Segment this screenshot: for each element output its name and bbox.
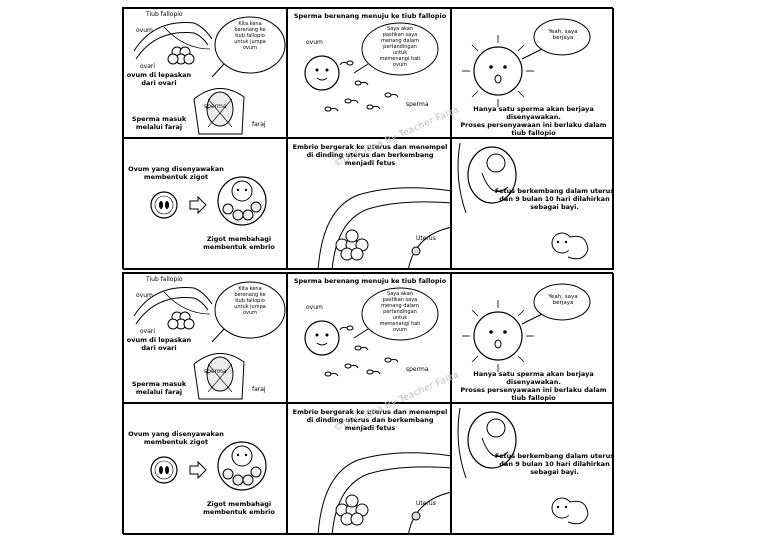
label-sperma: sperma bbox=[406, 366, 429, 373]
caption-sperm-swimming: Sperma berenang menuju ke tiub fallopio bbox=[293, 277, 447, 285]
uterus-illustration bbox=[317, 187, 450, 269]
label-ovum: ovum bbox=[306, 304, 323, 311]
sperm-ovum-illustration bbox=[304, 22, 439, 112]
label-faraj: faraj bbox=[252, 121, 266, 128]
zygote-embryo-illustration bbox=[150, 441, 267, 491]
sperm-ovum-illustration bbox=[304, 287, 439, 377]
speech-bubble-sperm: Yeah, saya berjaya bbox=[548, 294, 578, 306]
fertilized-ovum-illustration bbox=[462, 18, 591, 107]
ovary-uterus-illustration bbox=[133, 16, 286, 135]
panel-ovulation: Tiub fallopio ovum ovari Kita kena beren… bbox=[123, 8, 287, 138]
uterus-illustration bbox=[317, 452, 450, 534]
fetus-baby-illustration bbox=[457, 407, 589, 525]
zygote-embryo-illustration bbox=[150, 176, 267, 226]
speech-bubble-sperm: Saya akan pastikan saya menang dalam per… bbox=[379, 26, 421, 68]
panel-implantation: Embrio bergerak ke uterus dan menempel d… bbox=[287, 138, 451, 270]
worksheet-top: Tiub fallopio ovum ovari Kita kena beren… bbox=[122, 7, 614, 270]
caption-sperm-swimming: Sperma berenang menuju ke tiub fallopio bbox=[293, 12, 447, 20]
label-sperma: sperma bbox=[204, 103, 227, 110]
label-ovari: ovari bbox=[140, 63, 156, 70]
caption-sperm-enters: Sperma masuk melalui faraj bbox=[131, 115, 187, 131]
label-sperma: sperma bbox=[204, 368, 227, 375]
caption-fetus: Fetus berkembang dalam uterus dan 9 bula… bbox=[494, 452, 614, 476]
label-tiub-fallopio: Tiub fallopio bbox=[146, 11, 183, 18]
panel-fertilization: Yeah, saya berjaya Hanya satu sperma aka… bbox=[451, 273, 614, 403]
panel-zygote: Ovum yang disenyawakan membentuk zigot Z… bbox=[123, 403, 287, 535]
caption-sperm-enters: Sperma masuk melalui faraj bbox=[131, 380, 187, 396]
panel-sperm-swimming: Sperma berenang menuju ke tiub fallopio … bbox=[287, 8, 451, 138]
caption-fetus: Fetus berkembang dalam uterus dan 9 bula… bbox=[494, 187, 614, 211]
panel-implantation: Embrio bergerak ke uterus dan menempel d… bbox=[287, 403, 451, 535]
caption-implantation: Embrio bergerak ke uterus dan menempel d… bbox=[292, 143, 448, 167]
speech-bubble-sperm: Kita kena berenang ke tiub fallopio untu… bbox=[234, 286, 266, 316]
label-ovum: ovum bbox=[136, 27, 153, 34]
label-ovum: ovum bbox=[306, 39, 323, 46]
label-tiub-fallopio: Tiub fallopio bbox=[146, 276, 183, 283]
fetus-baby-illustration bbox=[457, 142, 589, 260]
ovary-uterus-illustration bbox=[133, 281, 286, 400]
caption-fertilization: Hanya satu sperma akan berjaya disenyawa… bbox=[460, 370, 607, 402]
panel-ovulation: Tiub fallopio ovum ovari Kita kena beren… bbox=[123, 273, 287, 403]
label-faraj: faraj bbox=[252, 386, 266, 393]
label-uterus: Uterus bbox=[416, 235, 436, 242]
caption-ovum-released: ovum di lepaskan dari ovari bbox=[126, 336, 192, 352]
label-ovum: ovum bbox=[136, 292, 153, 299]
label-ovari: ovari bbox=[140, 328, 156, 335]
panel-fetus: Fetus berkembang dalam uterus dan 9 bula… bbox=[451, 403, 614, 535]
panel-fertilization: Yeah, saya berjaya Hanya satu sperma aka… bbox=[451, 8, 614, 138]
label-uterus: Uterus bbox=[416, 500, 436, 507]
caption-zygote: Ovum yang disenyawakan membentuk zigot bbox=[128, 165, 224, 181]
speech-bubble-sperm: Kita kena berenang ke tiub fallopio untu… bbox=[234, 21, 266, 51]
speech-bubble-sperm: Saya akan pastikan saya menang dalam per… bbox=[379, 291, 421, 333]
caption-embryo: Zigot membahagi membentuk embrio bbox=[203, 235, 275, 251]
caption-implantation: Embrio bergerak ke uterus dan menempel d… bbox=[292, 408, 448, 432]
caption-fertilization: Hanya satu sperma akan berjaya disenyawa… bbox=[460, 105, 607, 137]
speech-bubble-sperm: Yeah, saya berjaya bbox=[548, 29, 578, 41]
panel-sperm-swimming: Sperma berenang menuju ke tiub fallopio … bbox=[287, 273, 451, 403]
worksheet-bottom: Tiub fallopio ovum ovari Kita kena beren… bbox=[122, 272, 614, 535]
label-sperma: sperma bbox=[406, 101, 429, 108]
caption-zygote: Ovum yang disenyawakan membentuk zigot bbox=[128, 430, 224, 446]
panel-zygote: Ovum yang disenyawakan membentuk zigot Z… bbox=[123, 138, 287, 270]
fertilized-ovum-illustration bbox=[462, 283, 591, 372]
panel-fetus: Fetus berkembang dalam uterus dan 9 bula… bbox=[451, 138, 614, 270]
caption-embryo: Zigot membahagi membentuk embrio bbox=[203, 500, 275, 516]
caption-ovum-released: ovum di lepaskan dari ovari bbox=[126, 71, 192, 87]
